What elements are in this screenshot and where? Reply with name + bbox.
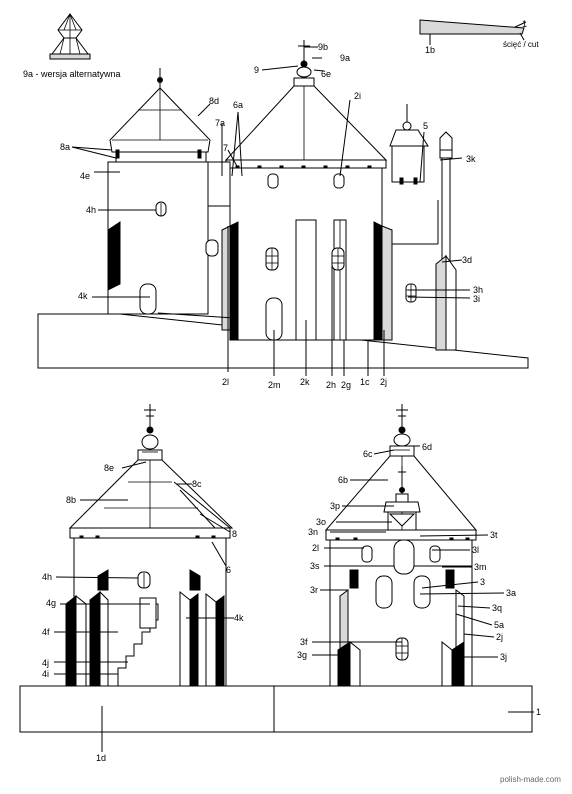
callout: 3t [490, 530, 498, 540]
left-tower-elevation [107, 68, 211, 315]
bottom-left-callouts: 8e 8c 8b 8 6 4h 4g 4k 4f 4j 4i 1d [42, 463, 244, 763]
callout: 4k [234, 613, 244, 623]
callout: 2j [496, 632, 503, 642]
callout: 9a [340, 53, 350, 63]
callout: 6e [321, 69, 331, 79]
callout: 9b [318, 42, 328, 52]
callout: 3i [473, 294, 480, 304]
callout: 7a [215, 118, 225, 128]
callout: 2m [268, 380, 281, 390]
callout: 8c [192, 479, 202, 489]
callout: 3 [480, 577, 485, 587]
top-callouts: 9b 9a 9 6e 8d 6a 7a 7 2i 5 8a 3k 4e 4h 3… [60, 42, 483, 390]
grid-window [395, 637, 409, 661]
callout: 2g [341, 380, 351, 390]
callout: 2j [380, 377, 387, 387]
callout: 3n [308, 527, 318, 537]
grid-window [265, 247, 279, 271]
callout: 8e [104, 463, 114, 473]
top-leader-lines [71, 46, 471, 376]
callout: 3o [316, 517, 326, 527]
callout-9a-alt: 9a - wersja alternatywna [23, 69, 121, 79]
callout-1-top: 1 [522, 19, 527, 29]
callout: 3l [472, 545, 479, 555]
callout: 4k [78, 291, 88, 301]
callout: 4i [42, 669, 49, 679]
callout: 3h [473, 285, 483, 295]
callout: 8a [60, 142, 70, 152]
callout: 4j [42, 658, 49, 668]
callout: 8 [232, 529, 237, 539]
callout: 3r [310, 585, 318, 595]
callout: 3a [506, 588, 516, 598]
callout: 2h [326, 380, 336, 390]
callout: 6c [363, 449, 373, 459]
callout: 6a [233, 100, 243, 110]
callout: 2i [354, 91, 361, 101]
alternative-spire-icon [49, 13, 91, 60]
callout-1b: 1b [425, 45, 435, 55]
callout: 6b [338, 475, 348, 485]
callout: 3g [297, 650, 307, 660]
callout: 1c [360, 377, 370, 387]
callout: 3s [310, 561, 320, 571]
callout: 2l [312, 543, 319, 553]
callout: 8b [66, 495, 76, 505]
ground-slope [37, 313, 529, 369]
callout: 1d [96, 753, 106, 763]
grid-window [405, 283, 417, 303]
callout-cut: ścięć / cut [503, 40, 539, 49]
callout: 2l [222, 377, 229, 387]
callout: 3p [330, 501, 340, 511]
left-section-view [19, 404, 275, 733]
callout: 3f [300, 637, 308, 647]
grid-window [331, 247, 345, 271]
cut-strip-diagram [419, 19, 527, 45]
left-section-leaders [54, 461, 234, 752]
callout: 6 [226, 565, 231, 575]
right-front-leaders [312, 445, 534, 713]
right-spire-elevation [405, 131, 457, 351]
callout: 9 [254, 65, 259, 75]
callout: 5a [494, 620, 504, 630]
callout: 4g [46, 598, 56, 608]
callout: 6d [422, 442, 432, 452]
right-front-view [273, 404, 533, 733]
callout: 5 [423, 121, 428, 131]
connector-wall [207, 161, 231, 207]
bottom-right-callouts: 6c 6d 6b 3p 3o 3n 3t 2l 3l 3s 3m 3 3a 3r… [297, 442, 541, 717]
callout: 3j [500, 652, 507, 662]
callout: 1 [536, 707, 541, 717]
callout: 4h [42, 572, 52, 582]
callout: 8d [209, 96, 219, 106]
right-tower-elevation [389, 104, 439, 245]
callout: 3q [492, 603, 502, 613]
callout: 3d [462, 255, 472, 265]
callout: 4e [80, 171, 90, 181]
callout: 3k [466, 154, 476, 164]
callout: 4f [42, 627, 50, 637]
watermark: polish-made.com [500, 775, 561, 784]
callout: 4h [86, 205, 96, 215]
callout: 7 [223, 143, 228, 153]
main-tower-elevation [205, 40, 393, 341]
callout: 3m [474, 562, 487, 572]
callout: 2k [300, 377, 310, 387]
